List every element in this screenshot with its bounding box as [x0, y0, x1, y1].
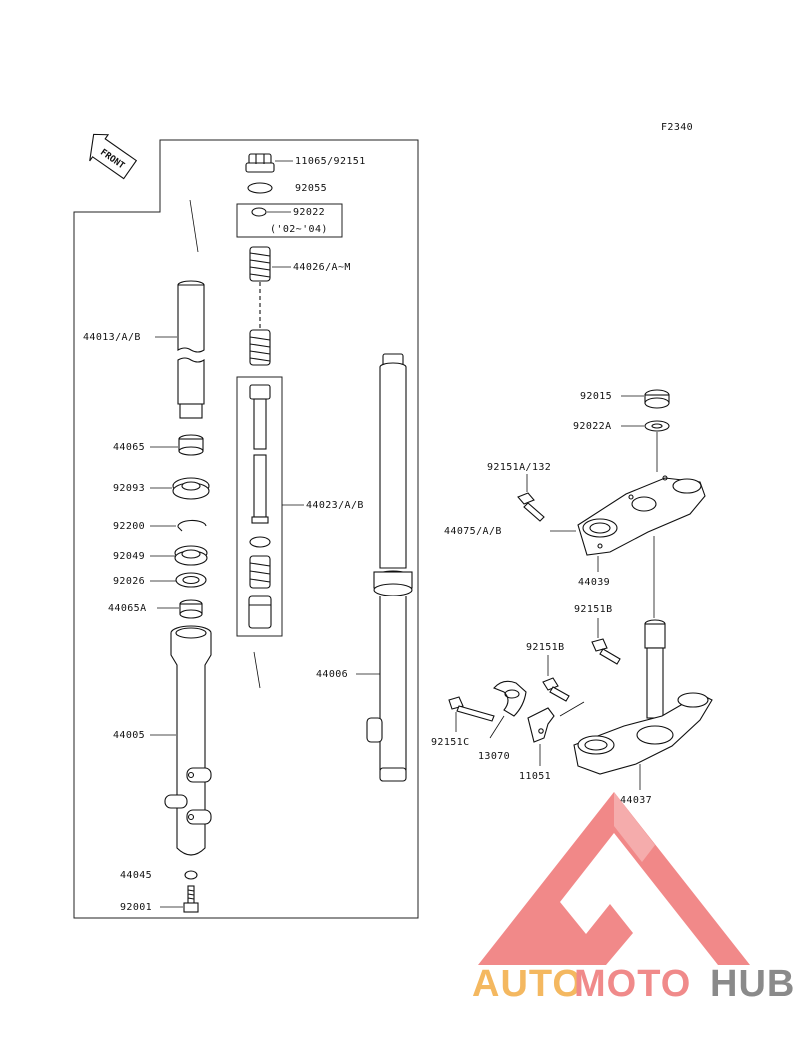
watermark-text-moto: MOTO [574, 963, 691, 1005]
label-44005: 44005 [113, 730, 145, 741]
bolt-92151a [517, 492, 545, 522]
circlip-92200 [177, 519, 207, 532]
label-92151a: 92151A/132 [487, 462, 551, 473]
watermark-logo [478, 792, 750, 965]
bolt-92151b-upper [591, 638, 621, 665]
label-92049: 92049 [113, 551, 145, 562]
label-92022-note: ('02~'04) [270, 224, 328, 235]
washer-92022a [644, 420, 670, 432]
damper-rod-44023 [248, 384, 272, 629]
label-92022a: 92022A [573, 421, 612, 432]
bolt-92151c [448, 696, 495, 722]
label-44065: 44065 [113, 442, 145, 453]
label-44026: 44026/A~M [293, 262, 351, 273]
bushing-44065 [178, 434, 204, 456]
steering-stem-44037 [573, 619, 713, 775]
inner-tube-44006 [366, 353, 413, 782]
bracket-11051 [527, 707, 555, 743]
cap-bolt-11065 [245, 153, 275, 173]
label-44045: 44045 [120, 870, 152, 881]
label-13070: 13070 [478, 751, 510, 762]
label-44006: 44006 [316, 669, 348, 680]
bolt-92151b-lower [542, 677, 570, 702]
upper-bracket-44039 [577, 475, 706, 556]
label-44013: 44013/A/B [83, 332, 141, 343]
label-92151b-upper: 92151B [574, 604, 613, 615]
label-44037: 44037 [620, 795, 652, 806]
washer-92022 [251, 207, 267, 217]
label-44023: 44023/A/B [306, 500, 364, 511]
label-92093: 92093 [113, 483, 145, 494]
nut-92015 [644, 389, 670, 409]
dust-seal-92093 [172, 477, 210, 500]
bolt-92001 [183, 885, 199, 913]
spring-44026 [249, 246, 271, 366]
bushing-44065a [179, 599, 203, 619]
gasket-44045 [184, 870, 198, 880]
label-92026: 92026 [113, 576, 145, 587]
outer-tube-44005 [164, 625, 212, 856]
frame-outline [73, 139, 419, 919]
watermark-text-hub: HUB [710, 963, 795, 1005]
watermark-text-auto: AUTO [472, 963, 583, 1005]
figure-code: F2340 [661, 122, 693, 133]
label-92022: 92022 [293, 207, 325, 218]
o-ring-92055 [247, 182, 273, 194]
label-44039: 44039 [578, 577, 610, 588]
label-92151c: 92151C [431, 737, 470, 748]
oil-seal-92049 [174, 545, 208, 566]
label-44075: 44075/A/B [444, 526, 502, 537]
label-92151b-lower: 92151B [526, 642, 565, 653]
cartridge-box-44023 [236, 376, 283, 637]
washer-92026 [175, 572, 207, 588]
label-92015: 92015 [580, 391, 612, 402]
label-11065: 11065/92151 [295, 156, 366, 167]
label-11051: 11051 [519, 771, 551, 782]
label-92001: 92001 [120, 902, 152, 913]
fork-tube-44013 [177, 280, 205, 419]
label-92200: 92200 [113, 521, 145, 532]
watermark-triangle-icon [478, 792, 750, 965]
option-box-92022 [236, 203, 343, 238]
label-92055: 92055 [295, 183, 327, 194]
label-44065a: 44065A [108, 603, 147, 614]
front-arrow-icon: FRONT [89, 133, 138, 180]
clamp-13070 [493, 680, 527, 717]
